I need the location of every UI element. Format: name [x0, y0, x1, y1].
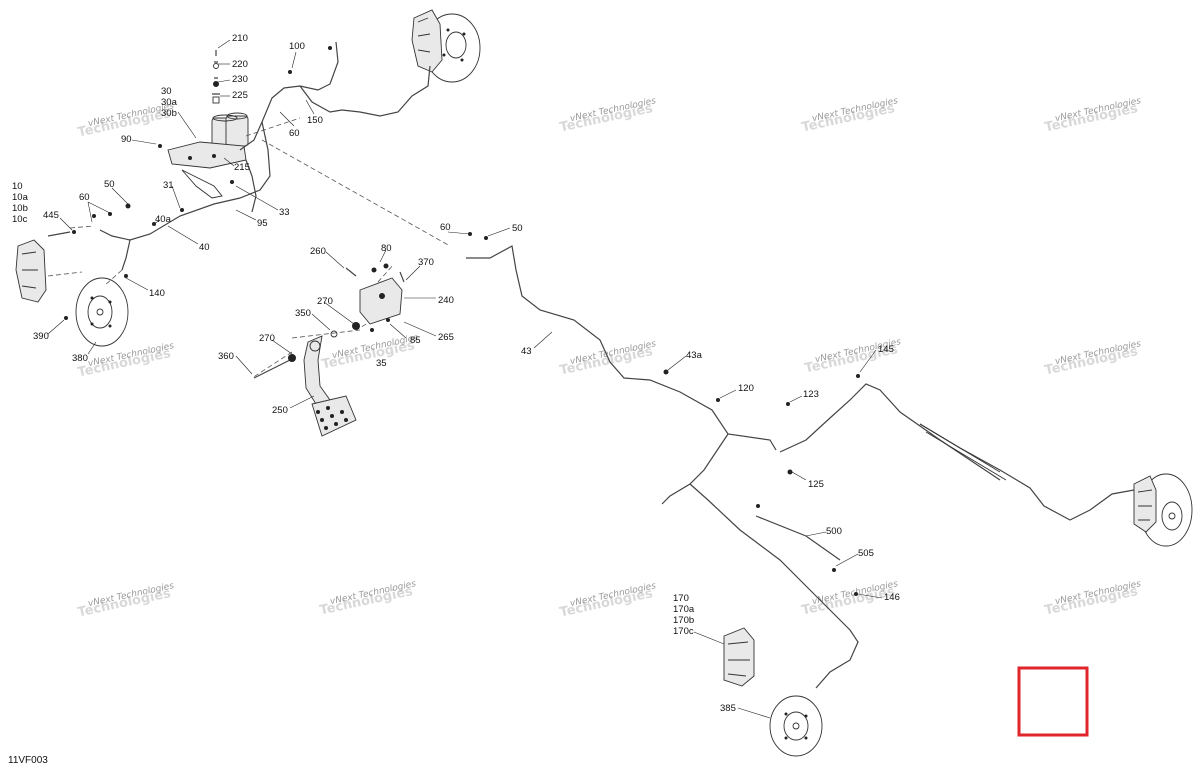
part-label: 370 — [418, 257, 434, 268]
part-label: 35 — [376, 358, 387, 369]
part-label: 260 — [310, 246, 326, 257]
rear-left-caliper-disc — [723, 627, 823, 757]
part-label: 350 — [295, 308, 311, 319]
part-label: 95 — [257, 218, 268, 229]
part-label: 90 — [121, 134, 132, 145]
part-label: 85 — [410, 335, 421, 346]
part-label: 33 — [279, 207, 290, 218]
watermark: Technologies vNext Technologies — [558, 96, 657, 135]
figure-code: 11VF003 — [8, 755, 48, 766]
watermark: Technologies vNext Technologies — [1043, 96, 1142, 135]
brake-hoses-upper — [99, 41, 343, 271]
part-label: 210 — [232, 33, 248, 44]
part-label: 390 — [33, 331, 49, 342]
watermark: Technologies vNext Technologies — [1043, 339, 1142, 378]
part-label: 140 — [149, 288, 165, 299]
watermark: Technologies vNext Technologies — [76, 581, 175, 620]
rear-right-caliper-disc — [1133, 473, 1193, 547]
part-label: 43a — [686, 350, 703, 361]
leader-lines — [47, 39, 883, 719]
part-label: 60 — [440, 222, 451, 233]
watermark: Technologies vNext Technologies — [558, 581, 657, 620]
part-label: 10 — [12, 181, 23, 192]
part-label: 10a — [12, 192, 29, 203]
part-label: 145 — [878, 344, 894, 355]
part-label: 30b — [161, 108, 177, 119]
watermark: Technologies vNext Technologies — [1043, 579, 1142, 618]
master-cylinder-assembly — [167, 50, 249, 199]
part-label: 380 — [72, 353, 88, 364]
part-label: 10b — [12, 203, 28, 214]
part-label: 60 — [289, 128, 300, 139]
part-label: 265 — [438, 332, 454, 343]
part-label: 500 — [826, 526, 842, 537]
part-label: 30 — [161, 86, 172, 97]
part-label: 31 — [163, 180, 174, 191]
part-label: 30a — [161, 97, 178, 108]
part-label: 270 — [317, 296, 333, 307]
part-label: 123 — [803, 389, 819, 400]
fasteners — [64, 46, 860, 596]
watermark: Technologies vNext Technologies — [320, 333, 419, 372]
highlight-box — [1017, 666, 1089, 737]
part-label: 240 — [438, 295, 454, 306]
part-label: 215 — [234, 162, 250, 173]
part-label: 50 — [512, 223, 523, 234]
part-label: 445 — [43, 210, 59, 221]
front-right-caliper-disc — [341, 9, 481, 117]
watermark: Technologies vNext Technologies — [318, 579, 417, 618]
watermark: Technologies vNext Technologies — [76, 341, 175, 380]
part-label: 40a — [155, 214, 172, 225]
part-label: 50 — [104, 179, 115, 190]
brake-pedal-assembly — [253, 267, 405, 437]
part-label: 170b — [673, 615, 694, 626]
part-label: 40 — [199, 242, 210, 253]
part-label: 225 — [232, 90, 248, 101]
part-label: 100 — [289, 41, 305, 52]
part-label: 146 — [884, 592, 900, 603]
part-label: 170a — [673, 604, 695, 615]
part-label: 220 — [232, 59, 248, 70]
main-brake-lines — [466, 245, 1135, 689]
part-label: 125 — [808, 479, 824, 490]
part-label: 60 — [79, 192, 90, 203]
part-label: 360 — [218, 351, 234, 362]
part-label: 10c — [12, 214, 28, 225]
part-label: 170c — [673, 626, 694, 637]
part-label: 170 — [673, 593, 689, 604]
part-label: 150 — [307, 115, 323, 126]
part-label: 250 — [272, 405, 288, 416]
part-label: 270 — [259, 333, 275, 344]
part-labels: 210 100 220 230 225 30 30a 30b 90 150 60… — [12, 33, 900, 714]
part-label: 505 — [858, 548, 874, 559]
watermark: Technologies vNext Technologies — [800, 96, 899, 135]
part-label: 43 — [521, 346, 532, 357]
part-label: 385 — [720, 703, 736, 714]
part-label: 80 — [381, 243, 392, 254]
part-label: 230 — [232, 74, 248, 85]
part-label: 120 — [738, 383, 754, 394]
watermark-layer: Technologies vNext Technologies Technolo… — [76, 96, 1142, 620]
front-left-caliper-disc — [15, 231, 129, 347]
